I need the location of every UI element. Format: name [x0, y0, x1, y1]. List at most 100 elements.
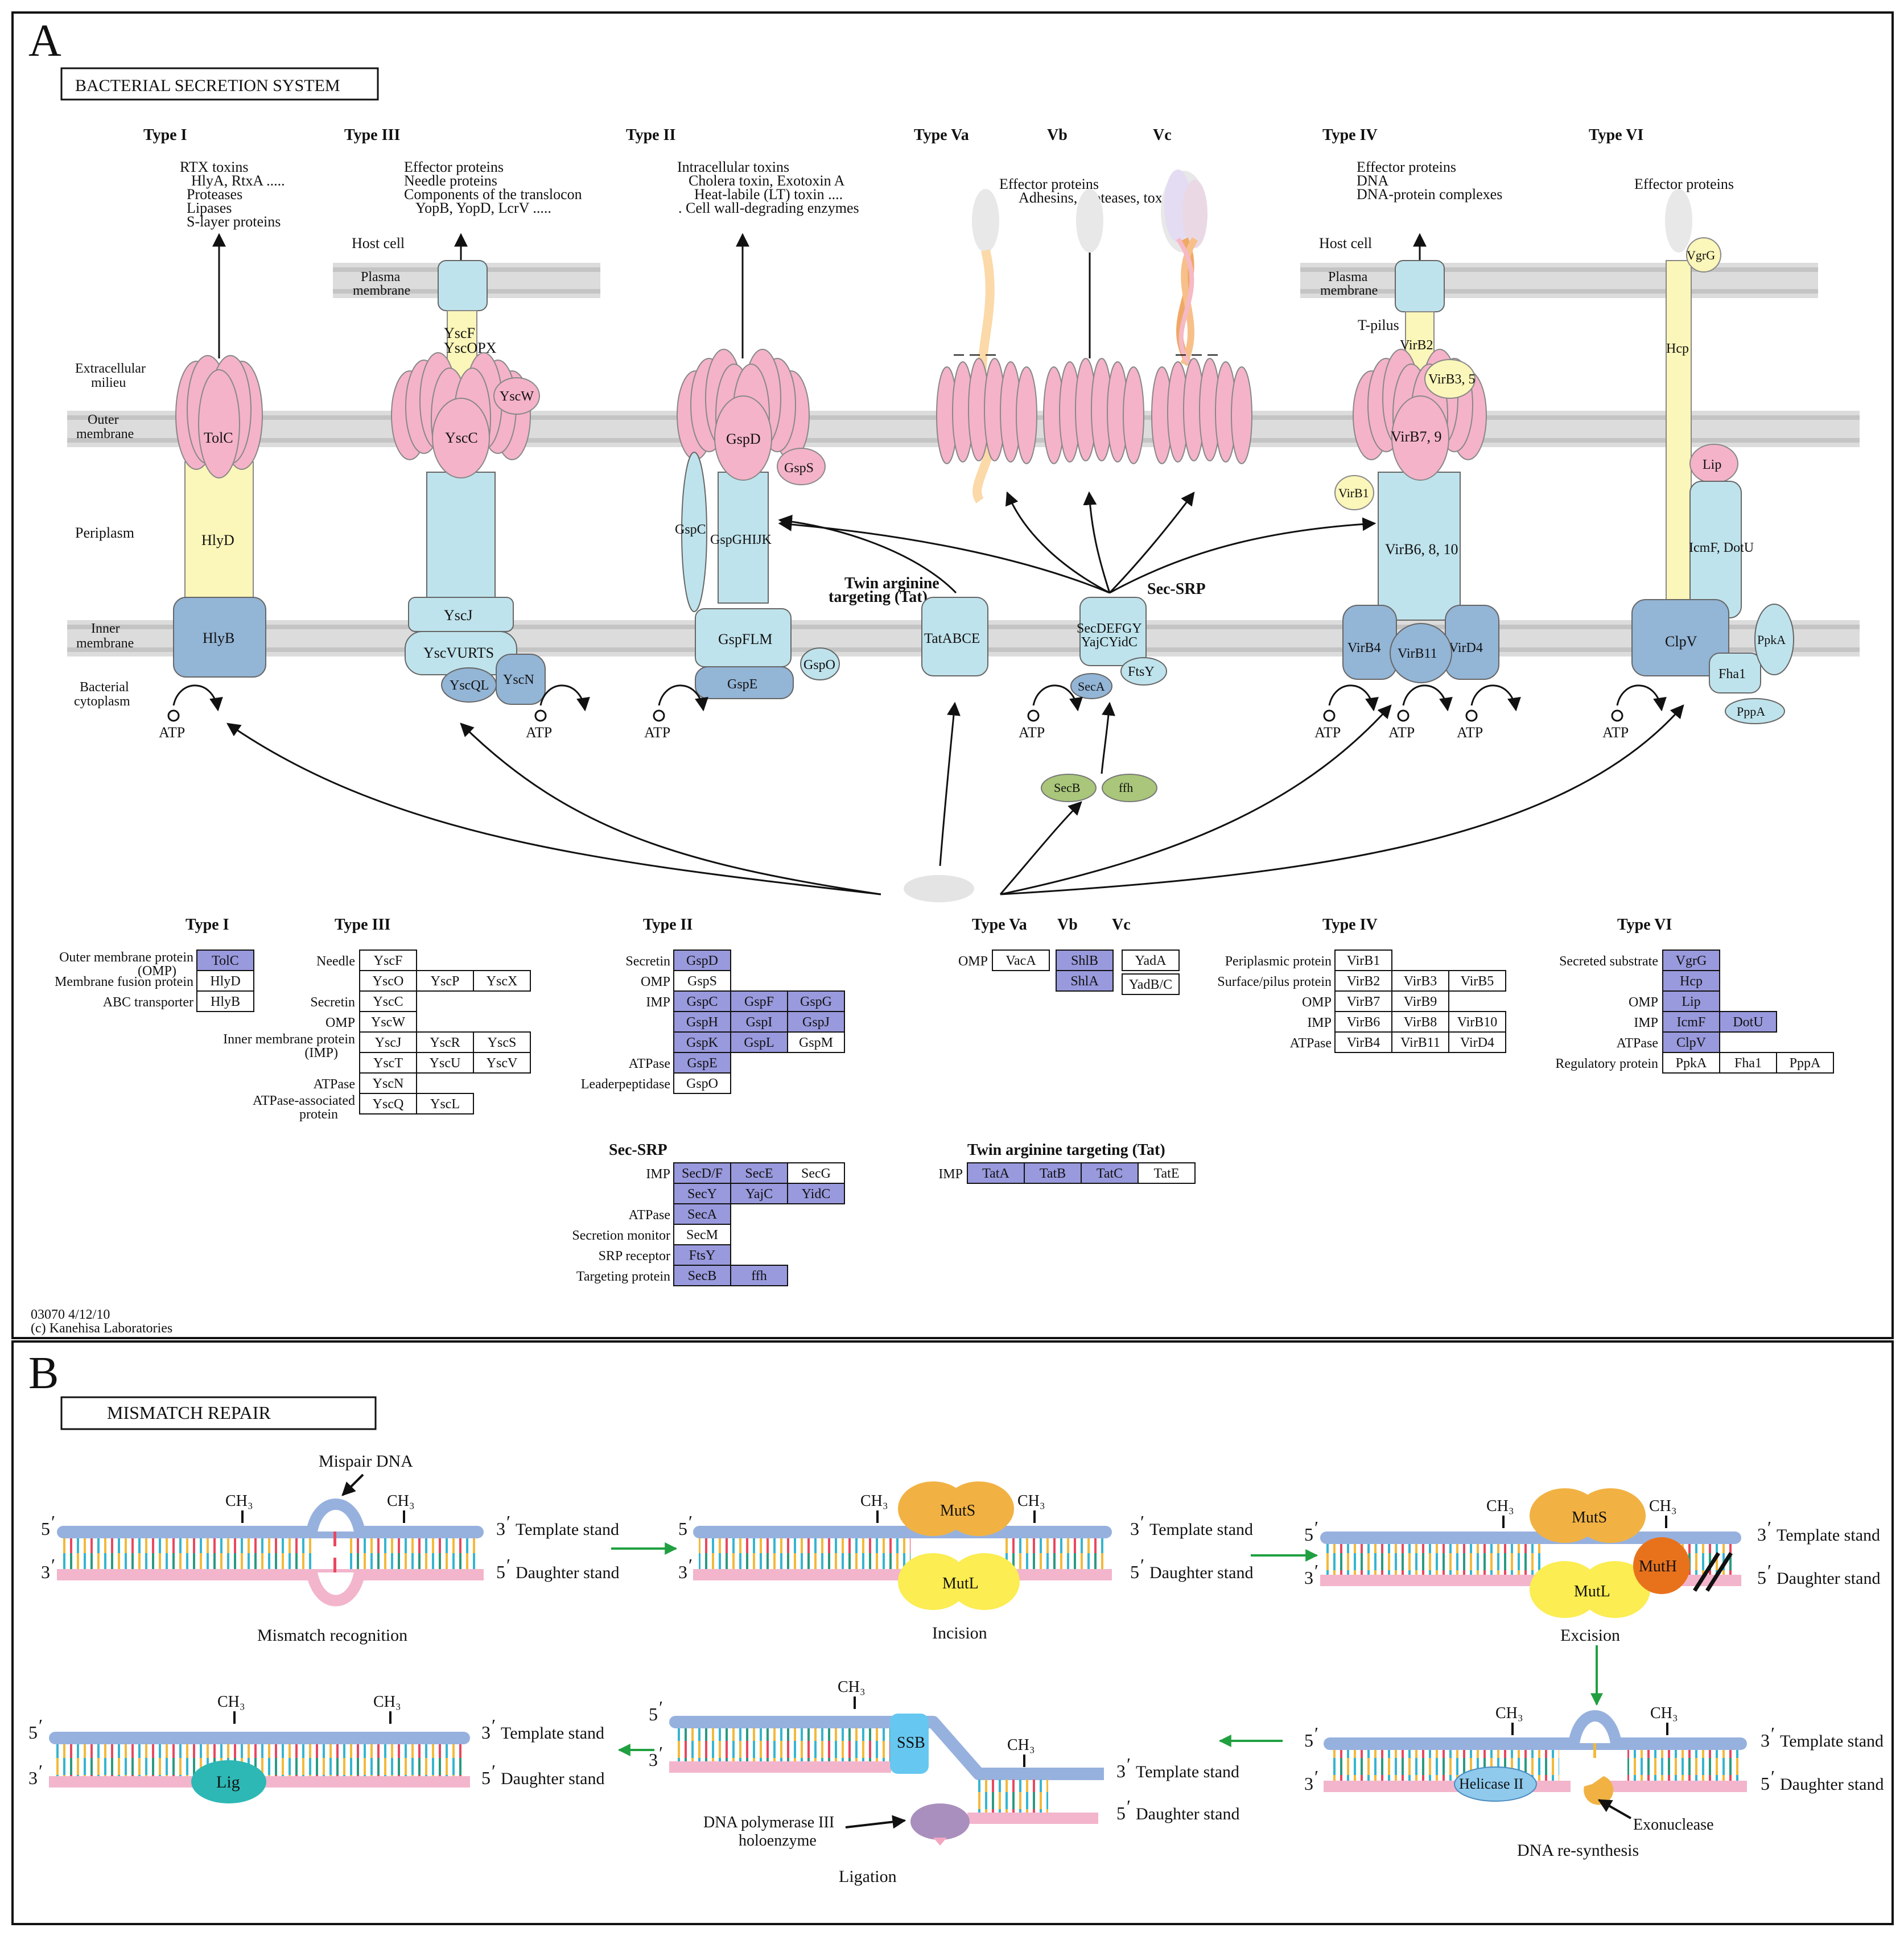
label-host-cell: Host cell	[352, 235, 405, 251]
sub-t1-4: S-layer proteins	[187, 213, 281, 230]
table-cell-text: VirB3	[1404, 974, 1437, 989]
label-plasma-4: membrane	[1320, 283, 1378, 298]
table-cell-text: YscS	[488, 1035, 517, 1050]
resynthesis-exonuclease: Exonuclease	[1633, 1816, 1714, 1834]
table-cell	[673, 1072, 731, 1094]
strand-end: 3	[1116, 1761, 1126, 1781]
strand-end: 5	[1757, 1567, 1766, 1588]
table-cell	[416, 970, 474, 992]
protein-tatabce: TatABCE	[924, 631, 980, 646]
strand-prime: ′	[1771, 1723, 1775, 1744]
strand-prime: ′	[51, 1555, 55, 1575]
table-cell	[359, 1093, 417, 1114]
atp-marker-5: ATP	[1388, 684, 1453, 741]
table-t6-label: Regulatory protein	[1555, 1056, 1658, 1071]
protein-ftsy: FtsY	[1128, 664, 1155, 679]
strand-prime: ′	[506, 1512, 510, 1532]
table-t3-title: Type III	[335, 916, 390, 934]
protein-virb79: VirB7, 9	[1391, 428, 1441, 445]
strand-prime: ′	[51, 1512, 55, 1532]
table-secsrp-label: ATPase	[629, 1208, 670, 1223]
protein-yscn: YscN	[503, 672, 534, 687]
table-cell	[1056, 950, 1114, 971]
protein-gspghijk: GspGHIJK	[710, 532, 772, 547]
table-cell-text: SecA	[687, 1207, 718, 1222]
type-v-systems	[936, 170, 1252, 503]
table-cell	[416, 1093, 474, 1114]
table-cell-text: YajC	[745, 1187, 773, 1202]
table-cell	[673, 950, 731, 971]
strand-prime: ′	[1314, 1517, 1318, 1538]
type-i-system: TolC HlyD HlyB	[173, 355, 266, 678]
table-t1-label: ABC transporter	[103, 995, 193, 1010]
table-cell-text: YscQ	[373, 1097, 404, 1112]
protein-hlyb: HlyB	[203, 630, 234, 646]
table-secsrp-title: Sec-SRP	[609, 1141, 667, 1159]
table-t4-label: Surface/pilus protein	[1217, 975, 1332, 989]
ligation-polymerase-2: holoenzyme	[739, 1832, 817, 1850]
atp-marker-7: ATP	[1602, 684, 1667, 741]
table-t2-label: Leaderpeptidase	[581, 1077, 670, 1092]
table-cell-text: GspE	[687, 1056, 717, 1071]
table-cell	[992, 950, 1050, 971]
atp-marker-1: ATP	[526, 684, 590, 741]
methyl-label: CH₃	[1017, 1492, 1045, 1510]
protein-lip: Lip	[1703, 457, 1721, 472]
atp-marker-2: ATP	[644, 684, 708, 741]
excision-mutl: MutL	[1574, 1583, 1610, 1600]
panel-b-title: MISMATCH REPAIR	[107, 1402, 271, 1423]
step-final-proteins: Lig	[191, 1760, 266, 1803]
resynthesis-helicase: Helicase II	[1459, 1776, 1523, 1792]
heading-sec-srp: Sec-SRP	[1147, 580, 1206, 598]
sub-t3-0: Effector proteins	[404, 159, 504, 175]
protein-seca: SecA	[1078, 679, 1105, 694]
table-tat-label: IMP	[938, 1167, 963, 1182]
strand-end: 3	[1757, 1524, 1766, 1545]
strand-end: 5	[28, 1722, 38, 1743]
atp-marker-0: ATP	[159, 684, 223, 741]
heading-type-iii: Type III	[344, 126, 400, 144]
table-cell-text: DotU	[1733, 1015, 1763, 1030]
protein-yscf-1: YscF	[444, 325, 475, 341]
table-cell-text: SecE	[745, 1166, 773, 1181]
table-cell	[1138, 1162, 1196, 1184]
table-cell	[673, 1183, 731, 1204]
sub-t4-2: DNA-protein complexes	[1357, 186, 1502, 203]
strand-label: Daughter stand	[1777, 1569, 1880, 1588]
caption-resynthesis: DNA re-synthesis	[1517, 1841, 1639, 1860]
protein-virb1: VirB1	[1338, 486, 1369, 500]
base-pairs	[1002, 1537, 1106, 1571]
heading-type-vc: Vc	[1153, 126, 1172, 144]
table-cell-text: YscP	[431, 974, 460, 989]
table-cell	[1448, 970, 1506, 992]
type-iii-system: YscF YscOPX YscW YscC YscJ YscVURTS YscQ…	[391, 260, 546, 705]
table-cell-text: PppA	[1790, 1056, 1821, 1071]
atp-label-4: ATP	[1314, 724, 1341, 741]
methyl-label: CH₃	[1486, 1497, 1514, 1515]
flow-arrows	[611, 1542, 1603, 1756]
strand-prime: ′	[39, 1715, 43, 1736]
protein-virb6810: VirB6, 8, 10	[1385, 541, 1458, 558]
strand-end: 5	[1116, 1803, 1126, 1823]
table-t6-label: IMP	[1634, 1016, 1658, 1030]
strand-end: 5	[41, 1518, 50, 1539]
table-cell	[1662, 1052, 1720, 1074]
table-t4-label: Periplasmic protein	[1225, 954, 1332, 969]
table-cell	[673, 1224, 731, 1245]
strand-label: Daughter stand	[1136, 1805, 1239, 1823]
protein-virD4: VirD4	[1449, 641, 1483, 655]
template-strand	[1320, 1532, 1741, 1544]
strand-end: 5	[1304, 1524, 1313, 1545]
template-strand	[693, 1526, 1112, 1538]
table-t2-label: ATPase	[629, 1056, 670, 1071]
strand-end: 3	[649, 1749, 658, 1770]
